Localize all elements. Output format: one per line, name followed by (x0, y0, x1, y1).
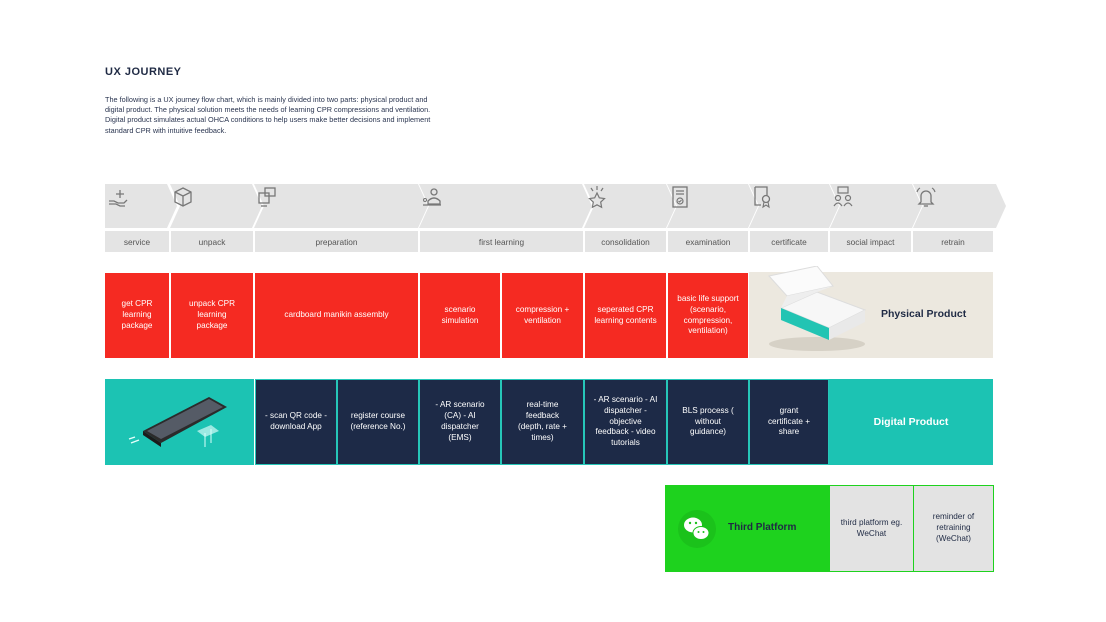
cube-icon (174, 187, 192, 207)
physical-cell-consolidation: seperated CPR learning contents (585, 273, 666, 358)
stage-arrow-first-learning (419, 184, 592, 228)
digital-cell-register-course: register course (reference No.) (337, 379, 419, 465)
star-sparkle-icon (588, 186, 606, 209)
third-platform-panel: Third Platform (665, 485, 829, 572)
bell-icon (916, 187, 936, 207)
wechat-icon (678, 510, 716, 548)
stage-arrow-consolidation (584, 184, 676, 228)
stage-arrow-certificate (749, 184, 839, 228)
physical-cell-examination: basic life support (scenario, compressio… (668, 273, 748, 358)
physical-product-label: Physical Product (881, 308, 967, 320)
stage-label-service: service (105, 231, 169, 252)
digital-cell-bls-process: BLS process ( without guidance) (667, 379, 749, 465)
physical-cell-service: get CPR learning package (105, 273, 169, 358)
stage-arrow-social-impact (830, 184, 922, 228)
stage-label-consolidation: consolidation (585, 231, 666, 252)
page-description: The following is a UX journey flow chart… (105, 95, 431, 135)
third-platform-label: Third Platform (728, 522, 797, 533)
physical-cell-compression: compression + ventilation (502, 273, 583, 358)
stage-arrow-unpack (170, 184, 262, 228)
digital-cell-ar-scenario: - AR scenario (CA) - AI dispatcher (EMS) (419, 379, 501, 465)
digital-cell-preparation-app: - scan QR code - download App (255, 379, 337, 465)
physical-product-panel: Physical Product (749, 266, 993, 358)
certificate-badge-icon (754, 186, 771, 209)
people-network-icon (833, 186, 853, 207)
stage-label-social-impact: social impact (830, 231, 911, 252)
physical-cell-unpack: unpack CPR learning package (171, 273, 253, 358)
digital-cell-real-time-feedback: real-time feedback (depth, rate + times) (501, 379, 584, 465)
stage-arrow-service (105, 184, 177, 228)
stage-arrow-examination (667, 184, 758, 228)
stage-arrow-retrain (913, 184, 1006, 228)
person-board-icon (423, 188, 441, 206)
screens-icon (258, 187, 276, 207)
stage-label-examination: examination (668, 231, 748, 252)
physical-cell-preparation: cardboard manikin assembly (255, 273, 418, 358)
smartphone-image (128, 397, 227, 447)
stage-arrow-preparation (254, 184, 428, 228)
cardboard-box-image (768, 266, 867, 351)
physical-cell-scenario: scenario simulation (420, 273, 500, 358)
stage-label-certificate: certificate (750, 231, 828, 252)
digital-product-panel: Digital Product (829, 379, 993, 465)
third-cell-wechat: third platform eg. WeChat (829, 485, 914, 572)
digital-cell-certificate: grant certificate + share (749, 379, 829, 465)
hand-plus-icon (109, 190, 128, 207)
page-title: UX JOURNEY (105, 66, 182, 78)
digital-product-image-panel (105, 379, 254, 465)
stage-label-preparation: preparation (255, 231, 418, 252)
stage-label-retrain: retrain (913, 231, 993, 252)
digital-product-label: Digital Product (873, 415, 949, 428)
digital-cell-consolidation: - AR scenario - AI dispatcher - objectiv… (584, 379, 667, 465)
document-check-icon (672, 186, 688, 208)
third-cell-reminder: reminder of retraining (WeChat) (913, 485, 994, 572)
stage-label-unpack: unpack (171, 231, 253, 252)
stage-label-first-learning: first learning (420, 231, 583, 252)
